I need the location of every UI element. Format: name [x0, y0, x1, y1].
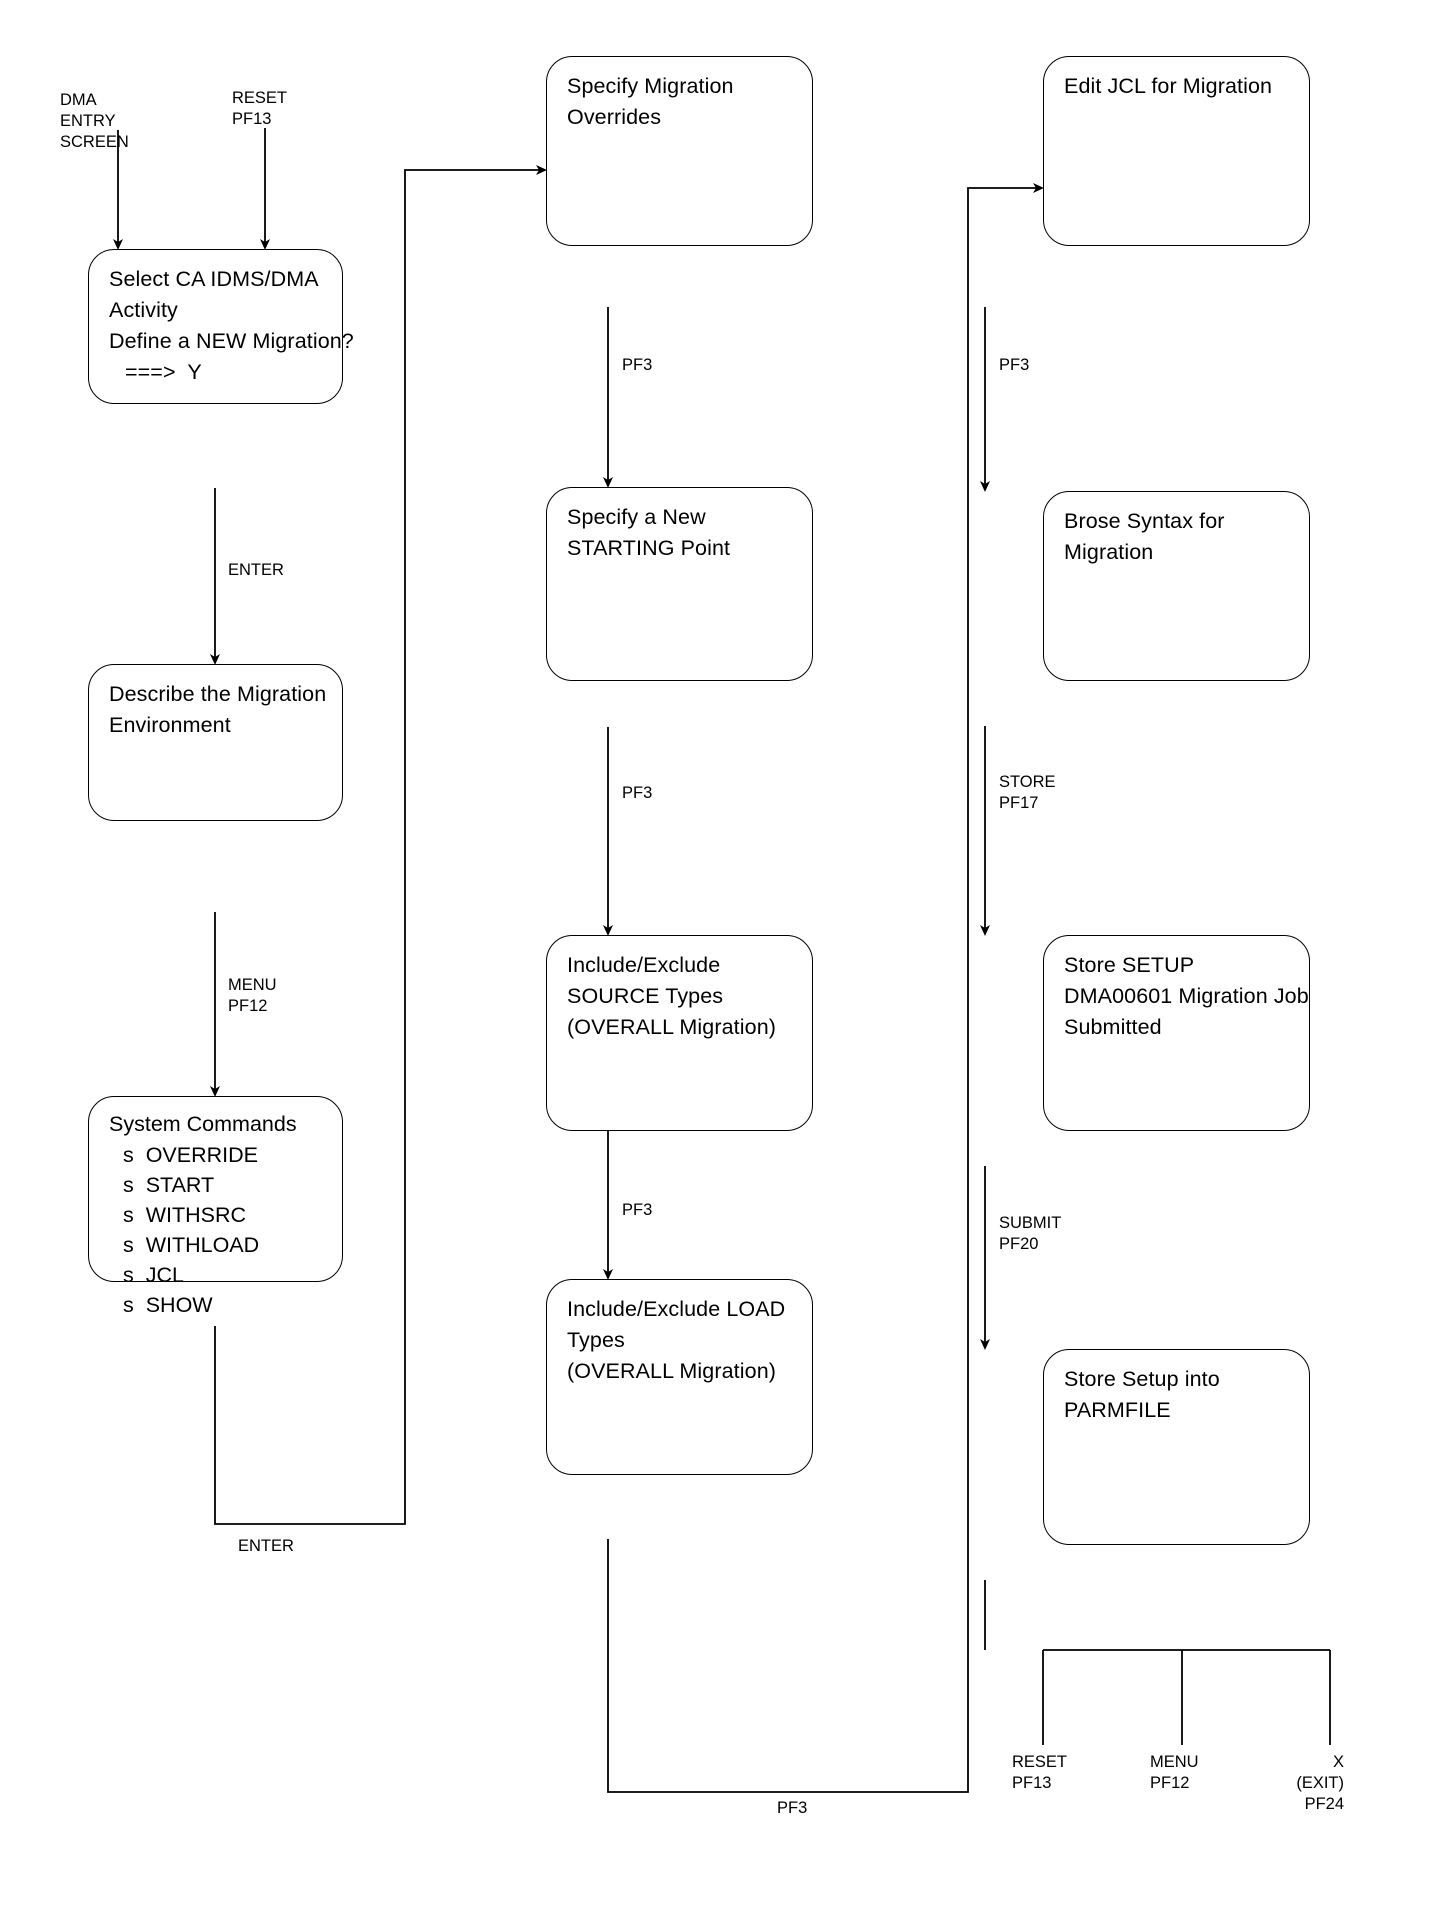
- specify-start-line-2: STARTING Point: [567, 536, 731, 560]
- store-parmfile-line-1: Store Setup into: [1064, 1367, 1220, 1391]
- select-activity-line-2: Activity: [109, 298, 178, 322]
- edge-label-exit-menu: MENU PF12: [1150, 1753, 1199, 1792]
- select-activity-product: CA IDMS/DMA: [175, 267, 319, 291]
- store-parmfile-line-2: PARMFILE: [1064, 1398, 1171, 1422]
- edge-label-submit-pf20: SUBMIT PF20: [999, 1214, 1062, 1253]
- note-reset-pf13-top: RESET PF13: [232, 89, 288, 128]
- store-setup-line-3: Submitted: [1064, 1015, 1162, 1039]
- select-activity-input[interactable]: ===> Y: [125, 360, 202, 384]
- include-source-line-2: SOURCE Types: [567, 984, 724, 1008]
- browse-syntax-line-1: Brose Syntax for: [1064, 509, 1225, 533]
- system-command-item-override[interactable]: s OVERRIDE: [123, 1143, 258, 1167]
- specify-overrides-line-1: Specify Migration: [567, 74, 734, 98]
- edit-jcl-line-1: Edit JCL for Migration: [1064, 74, 1273, 98]
- select-activity-text: Select: [109, 267, 176, 291]
- system-command-item-show[interactable]: s SHOW: [123, 1293, 213, 1317]
- include-load-line-3: (OVERALL Migration): [567, 1359, 777, 1383]
- system-command-item-withsrc[interactable]: s WITHSRC: [123, 1203, 247, 1227]
- system-commands-header: System Commands: [109, 1112, 297, 1136]
- include-source-line-3: (OVERALL Migration): [567, 1015, 777, 1039]
- node-include-exclude-load[interactable]: Include/Exclude LOAD Types (OVERALL Migr…: [546, 1279, 813, 1475]
- node-edit-jcl[interactable]: Edit JCL for Migration: [1043, 56, 1310, 246]
- include-load-line-2: Types: [567, 1328, 625, 1352]
- describe-env-line-1: Describe the Migration: [109, 682, 327, 706]
- browse-syntax-line-2: Migration: [1064, 540, 1154, 564]
- node-store-setup[interactable]: Store SETUP DMA00601 Migration Job Submi…: [1043, 935, 1310, 1131]
- edge-label-store-pf17: STORE PF17: [999, 773, 1056, 812]
- note-dma-entry-screen: DMA ENTRY SCREEN: [60, 91, 129, 151]
- node-specify-starting-point[interactable]: Specify a New STARTING Point: [546, 487, 813, 681]
- node-describe-environment[interactable]: Describe the Migration Environment: [88, 664, 343, 821]
- edge-label-exit-reset: RESET PF13: [1012, 1753, 1068, 1792]
- edge-label-pf3-overrides: PF3: [622, 356, 653, 374]
- include-load-line-1: Include/Exclude LOAD: [567, 1297, 786, 1321]
- select-activity-line-1: Select CA IDMS/DMA: [109, 264, 324, 295]
- edge-label-pf3-load: PF3: [777, 1799, 808, 1817]
- describe-env-line-2: Environment: [109, 713, 231, 737]
- node-store-parmfile[interactable]: Store Setup into PARMFILE: [1043, 1349, 1310, 1545]
- specify-overrides-line-2: Overrides: [567, 105, 662, 129]
- node-specify-migration-overrides[interactable]: Specify Migration Overrides: [546, 56, 813, 246]
- store-setup-line-2: DMA00601 Migration Job: [1064, 984, 1309, 1008]
- node-select-activity[interactable]: Select CA IDMS/DMA Activity Define a NEW…: [88, 249, 354, 404]
- include-source-line-1: Include/Exclude: [567, 953, 721, 977]
- edge-label-menu-pf12: MENU PF12: [228, 976, 277, 1015]
- edge-label-pf3-editjcl: PF3: [999, 356, 1030, 374]
- edge-label-pf3-source: PF3: [622, 1201, 653, 1219]
- edge-label-enter-1: ENTER: [228, 561, 284, 579]
- store-setup-line-1: Store SETUP: [1064, 953, 1195, 977]
- node-browse-syntax[interactable]: Brose Syntax for Migration: [1043, 491, 1310, 681]
- edge-label-exit-x: X (EXIT) PF24: [1296, 1753, 1344, 1813]
- node-include-exclude-source[interactable]: Include/Exclude SOURCE Types (OVERALL Mi…: [546, 935, 813, 1131]
- system-command-item-start[interactable]: s START: [123, 1173, 215, 1197]
- edge-label-pf3-start: PF3: [622, 784, 653, 802]
- edge-label-enter-return: ENTER: [238, 1537, 294, 1555]
- system-command-item-withload[interactable]: s WITHLOAD: [123, 1233, 260, 1257]
- specify-start-line-1: Specify a New: [567, 505, 706, 529]
- node-system-commands[interactable]: System Commands s OVERRIDE s START s WIT…: [88, 1096, 343, 1317]
- system-command-item-jcl[interactable]: s JCL: [123, 1263, 184, 1287]
- select-activity-line-3: Define a NEW Migration?: [109, 329, 354, 353]
